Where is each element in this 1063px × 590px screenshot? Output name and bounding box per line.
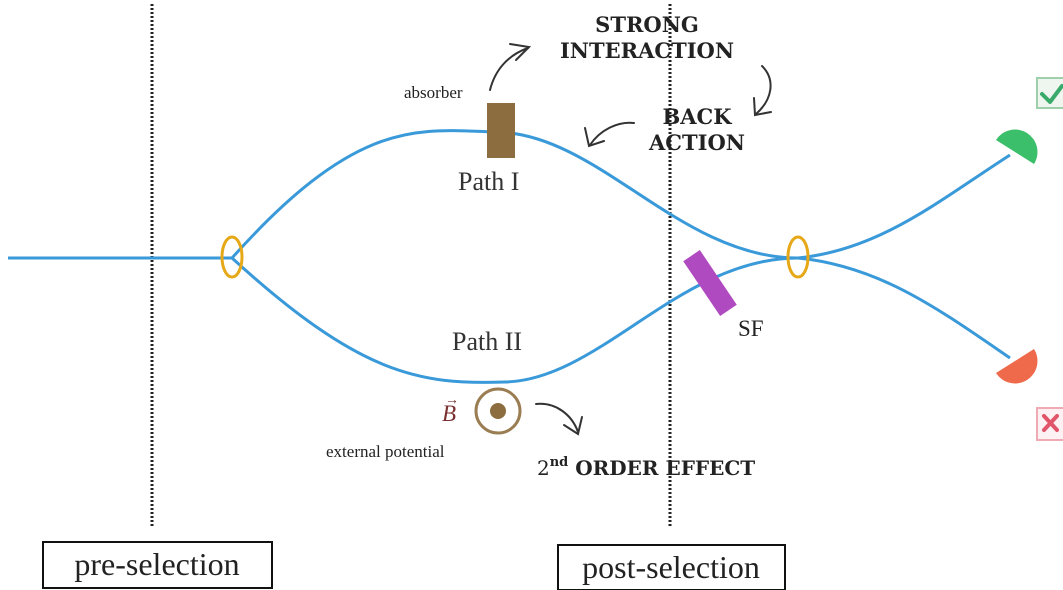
arrows [489, 43, 772, 436]
b-field-vector-mark: → [445, 393, 459, 408]
arrow-absorber-to-strong [489, 47, 529, 91]
second-order-rest: ORDER EFFECT [568, 456, 755, 480]
pre-selection-label: pre-selection [74, 546, 239, 582]
beam-splitter-input [220, 235, 244, 279]
b-field-label: B [442, 401, 456, 426]
absorber-block [487, 103, 515, 158]
second-order-sup: nd [550, 455, 569, 470]
back-action-line1: BACK [662, 104, 732, 129]
external-potential-dot [490, 403, 506, 419]
strong-interaction-line1: STRONG [595, 12, 699, 37]
second-order-prefix: 2 [537, 456, 550, 480]
external-potential-label: external potential [326, 442, 445, 461]
arrow-potential-to-effect [535, 402, 579, 433]
detector-bottom [996, 349, 1038, 384]
second-order-effect-label: 2nd ORDER EFFECT [537, 455, 755, 480]
arrow-potential-to-effect-head [563, 416, 583, 436]
external-potential [474, 387, 522, 435]
back-action-label: BACK ACTION [648, 104, 745, 155]
strong-interaction-label: STRONG INTERACTION [560, 12, 734, 63]
beam-paths [8, 129, 1011, 384]
path-two-label: Path II [452, 327, 522, 356]
post-selection-box: post-selection [557, 544, 786, 590]
output-beam-upper [797, 153, 1011, 260]
arrow-absorber-to-strong-head [509, 43, 532, 61]
arrow-back-to-path-head [584, 127, 605, 148]
arrow-strong-to-back [755, 65, 772, 115]
cross-icon [1036, 407, 1063, 441]
path-two-beam [230, 256, 799, 384]
spin-flipper-label: SF [738, 316, 764, 341]
path-one-label: Path I [458, 167, 519, 196]
post-selection-label: post-selection [582, 549, 760, 585]
back-action-line2: ACTION [648, 130, 745, 155]
check-icon [1036, 77, 1063, 109]
output-beam-lower [797, 256, 1011, 360]
external-potential-ring [474, 387, 522, 435]
beam-splitter-output [786, 235, 810, 279]
strong-interaction-line2: INTERACTION [560, 38, 734, 63]
arrow-strong-to-back-head [753, 97, 772, 117]
absorber-label: absorber [404, 83, 463, 102]
spin-flipper [683, 250, 737, 316]
arrow-back-to-path [589, 121, 635, 146]
pre-selection-box: pre-selection [42, 541, 273, 589]
detector-top [996, 129, 1038, 164]
